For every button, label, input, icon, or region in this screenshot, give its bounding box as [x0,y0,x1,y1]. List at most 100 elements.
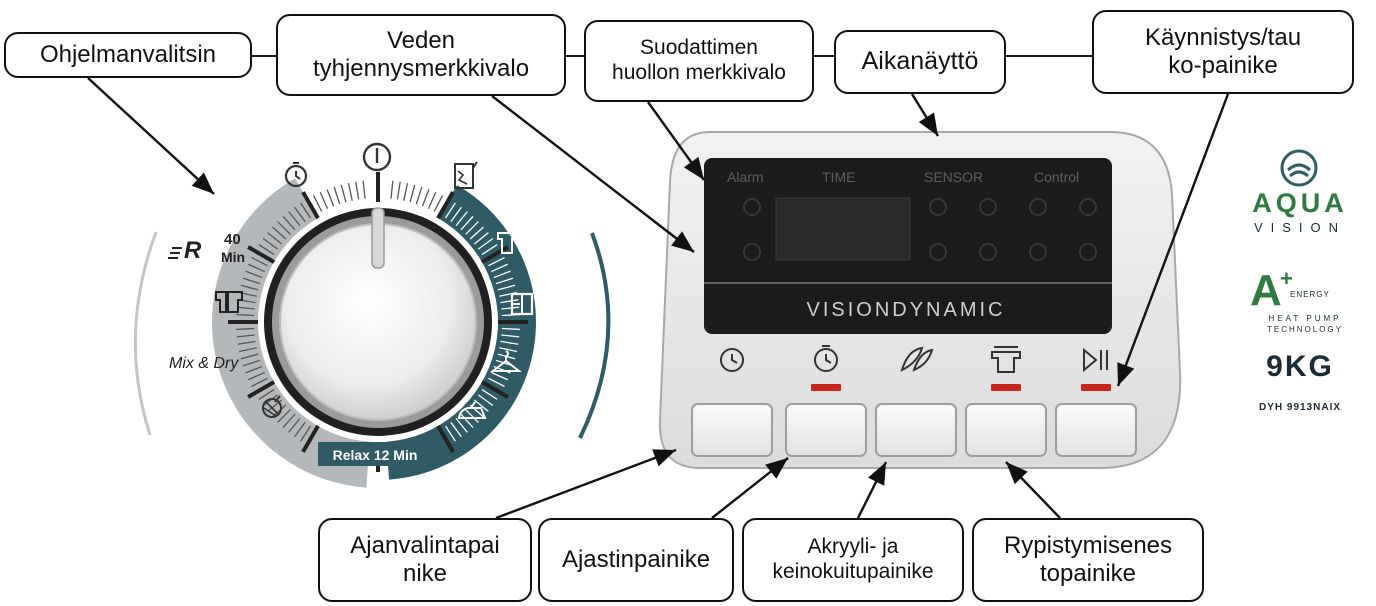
callout-start-pause-line2: ko-painike [1168,52,1278,79]
panel-brand: VISIONDYNAMIC [806,299,1005,321]
dial-tick [277,409,291,423]
callout-start-pause: Käynnistys/tau ko-painike [1092,10,1354,94]
callout-water-drain-line1: Veden [386,26,456,54]
dial-tick [236,327,255,331]
callout-anticrease-line1: Rypistymisenes [1003,531,1173,559]
dial-tick [282,216,296,231]
dial-major-tick [301,191,320,220]
callout-arrows [87,77,1230,520]
callout-program-selector: Ohjelmanvalitsin [4,32,252,78]
dial-major-tick [480,245,509,264]
arrow-anticrease-button [1005,461,1061,519]
dial-tick [421,189,430,207]
dial-tick [477,394,494,406]
dial-tick [403,182,409,201]
screen-status-icon [743,243,761,261]
dial-sectors [211,178,536,488]
callout-time-display: Aikanäyttö [834,30,1006,94]
panel-button-3[interactable] [875,403,957,457]
aqua-vision-logo-icon [1280,149,1318,187]
play-pause-button-icon [1083,347,1108,373]
brand-block: AQUA VISION A + ENERGY HEAT PUMP TECHNOL… [1232,148,1368,428]
sensor-label: SENSOR [924,169,983,185]
dial-tick [326,189,335,207]
screen-status-icon [743,198,761,216]
dial-tick [455,417,468,433]
dial-tick [347,182,353,201]
screen-status-icon [929,243,947,261]
arrow-water-drain-light [491,95,695,253]
dial-tick [248,371,265,381]
dial-tick [294,206,306,223]
screen-status-icon [1029,198,1047,216]
dial-tick [294,421,306,438]
dial-tick [272,226,287,240]
program-dial: R 40 Min Mix & Dry Relax 12 Min [133,142,611,488]
dial-tick [245,270,263,279]
dial-major-tick [301,424,320,453]
callout-filter-light: Suodattimen huollon merkkivalo [584,20,814,102]
panel-button-5[interactable] [1055,403,1137,457]
screen-status-icon [979,243,997,261]
dial-tick [427,192,437,209]
dial-pointer [371,207,385,269]
alarm-label: Alarm [727,169,764,185]
dial-tick [267,232,283,245]
panel-button-2[interactable] [785,403,867,457]
window-icon [510,292,534,316]
brand-energy-plus: + [1280,266,1293,291]
dial-tick [396,181,401,200]
callout-acrylic-button: Akryyli- ja keinokuitupainike [742,518,964,602]
arrow-timer-button [711,457,789,519]
dial-tick [469,226,484,240]
arrow-start-pause [1116,93,1230,387]
dial-tick [300,425,312,442]
panel-button-1[interactable] [691,403,773,457]
dial-gray-sector [211,178,370,488]
callout-time-select: Ajanvalintapai nike [318,518,532,602]
arrow-filter-light [647,101,705,181]
control-label: Control [1034,169,1079,185]
clock-button-icon [720,348,744,372]
dial-tick [258,388,275,400]
dial-tick [497,284,516,291]
dial-tick [501,306,520,310]
callout-filter-line2: huollon merkkivalo [612,61,786,84]
dial-tick [444,202,456,219]
dial-tick [481,244,498,256]
callout-start-pause-line1: Käynnistys/tau [1144,23,1302,51]
panel-button-4[interactable] [965,403,1047,457]
dial-tick [499,347,518,353]
callout-anticrease-button: Rypistymisenes topainike [972,518,1204,602]
callout-time-display-text: Aikanäyttö [861,47,979,76]
callout-anticrease-line2: topainike [1039,560,1137,587]
dial-tick [237,340,256,345]
dial-tick [362,180,366,199]
wool-icon [262,395,282,418]
dial-tick [450,421,462,438]
hanger-icon [490,350,522,372]
screen-status-icon [1079,198,1097,216]
dial-tick [460,413,474,428]
dial-tick [495,277,514,285]
dial-tick [493,270,511,279]
panel-buttons [691,345,1137,457]
dial-tick [355,181,360,200]
dial-tick [248,263,265,273]
callout-program-selector-text: Ohjelmanvalitsin [39,40,217,68]
dial-tick [242,359,261,367]
time-label: TIME [822,169,855,185]
brand-capacity: 9KG [1266,350,1334,383]
dial-tick [460,216,474,231]
control-panel: Alarm TIME SENSOR Control VISIONDYNAMIC [658,131,1182,469]
dial-tick [491,263,508,273]
screen-status-icon [1079,243,1097,261]
dial-tick [240,353,259,360]
dial-tick [236,306,255,310]
dial-tick [236,313,255,317]
dial-tick [491,371,508,381]
dial-tick [258,244,275,256]
screen-status-icon [1029,243,1047,261]
callout-water-drain-line2: tyhjennysmerkkivalo [312,55,530,82]
shirts-icon [215,291,243,313]
